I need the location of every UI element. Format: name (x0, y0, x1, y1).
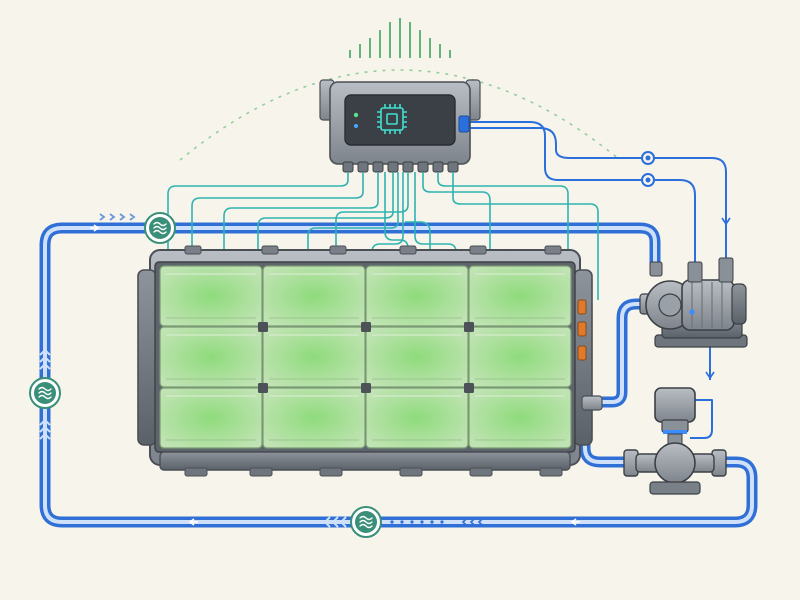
pack-mount-tab (184, 245, 202, 255)
control-wires (470, 121, 731, 439)
controller-port (342, 161, 354, 173)
pack-foot (399, 467, 423, 477)
battery-cell (159, 326, 263, 388)
pack-foot (249, 467, 273, 477)
cell-joint (361, 322, 371, 332)
battery-cell (468, 326, 572, 388)
connector-block (577, 299, 590, 392)
pack-mount-tab (261, 245, 279, 255)
coolant-loop-pipe (39, 222, 758, 528)
controller-port (417, 161, 429, 173)
sensor-wire (384, 172, 409, 290)
valve-icon (623, 387, 727, 495)
cell-joint (258, 383, 268, 393)
battery-cell (159, 265, 263, 327)
cell-joint (464, 383, 474, 393)
sensor-wire (335, 172, 409, 290)
pump-icon (639, 257, 748, 348)
pack-foot (184, 467, 208, 477)
pack-mount-tab (399, 245, 417, 255)
sensor-wire (191, 172, 364, 301)
green-led-icon (353, 112, 359, 118)
controller-port (357, 161, 369, 173)
cell-joint (258, 322, 268, 332)
cell-joint (361, 383, 371, 393)
battery-management-controller (319, 79, 481, 173)
sensor-wire (223, 172, 379, 290)
controller-port (372, 161, 384, 173)
battery-pack (137, 245, 603, 477)
battery-cell (365, 265, 469, 327)
wireless-signal-icon (179, 18, 621, 161)
pack-mount-tab (329, 245, 347, 255)
controller-port (432, 161, 444, 173)
coolant-flow-sensor-icon (350, 506, 382, 538)
pack-mount-tab (544, 245, 562, 255)
coolant-flow-sensor-icon (29, 377, 61, 409)
battery-cell (262, 326, 366, 388)
controller-port (402, 161, 414, 173)
flow-direction-arrows (39, 213, 580, 528)
battery-cell (262, 387, 366, 449)
battery-cell (468, 265, 572, 327)
controller-port (387, 161, 399, 173)
battery-cell (365, 387, 469, 449)
controller-port (447, 161, 459, 173)
cell-joint (464, 322, 474, 332)
battery-cell (262, 265, 366, 327)
coolant-flow-sensor-icon (144, 212, 176, 244)
microchip-icon (377, 104, 407, 134)
pack-foot (539, 467, 563, 477)
pack-foot (469, 467, 493, 477)
pack-mount-tab (469, 245, 487, 255)
pack-foot (319, 467, 343, 477)
battery-cell (159, 387, 263, 449)
battery-cell (468, 387, 572, 449)
battery-cell (365, 326, 469, 388)
sensor-wire (452, 172, 599, 300)
